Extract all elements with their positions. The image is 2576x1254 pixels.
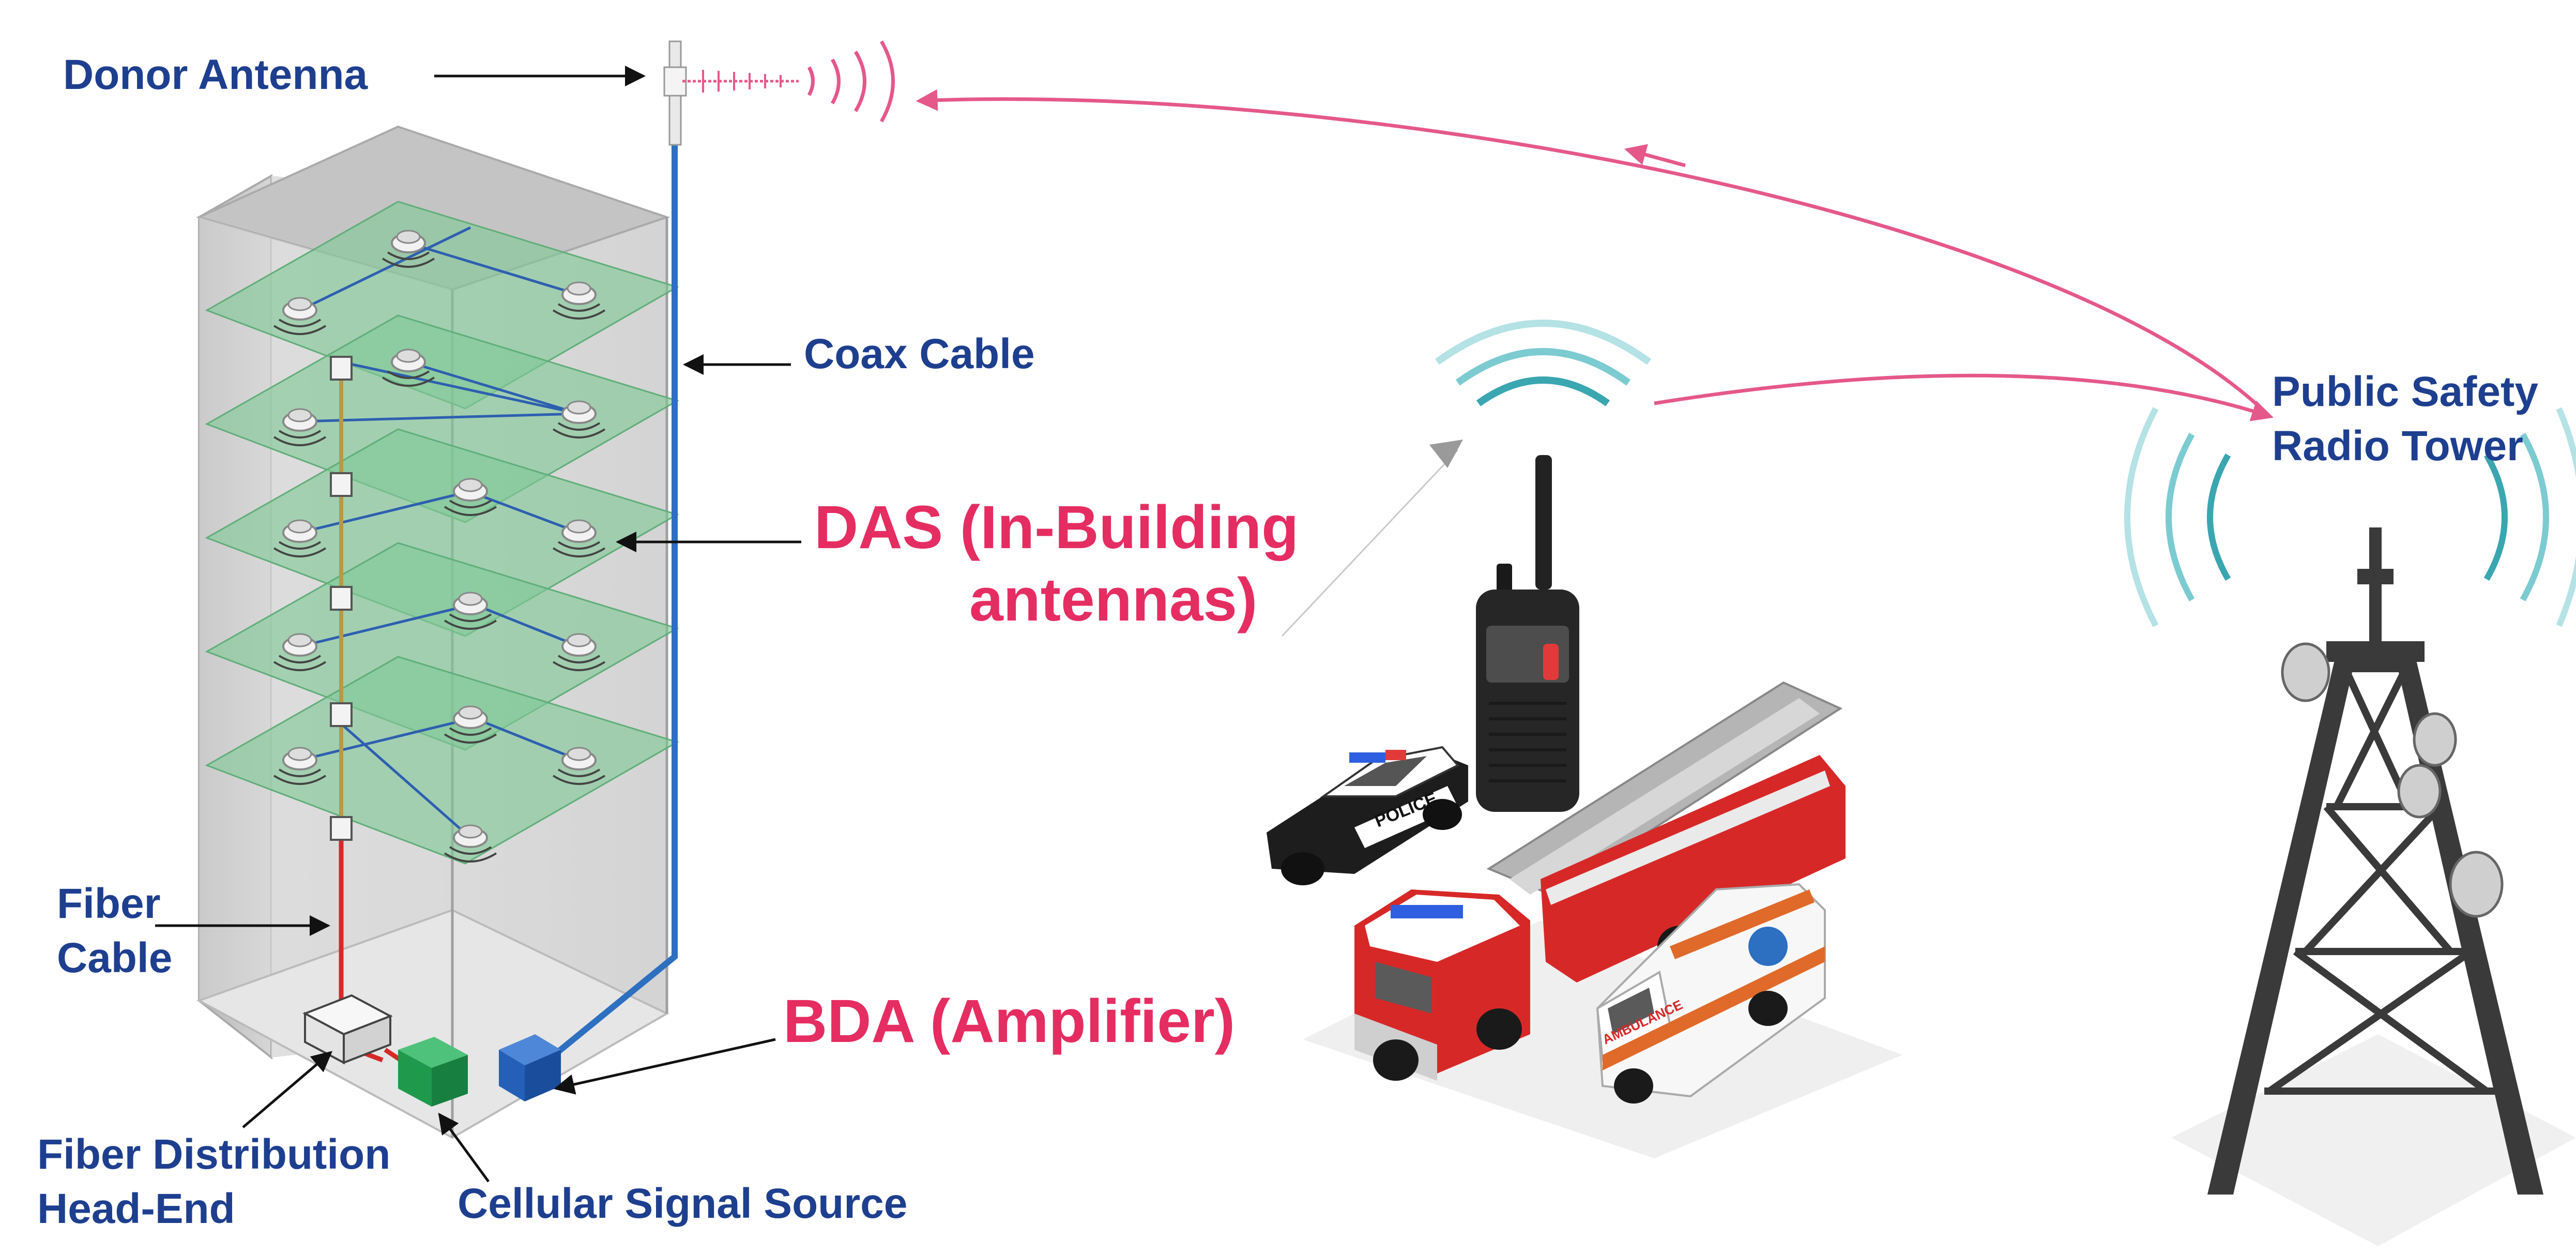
junction-box bbox=[330, 356, 353, 381]
label-das-line1: DAS (In-Building bbox=[814, 493, 1299, 562]
signal-arc-tower-to-donor bbox=[916, 89, 2271, 418]
ceiling-antenna-icon bbox=[273, 519, 327, 557]
fiber-riser bbox=[330, 356, 410, 1067]
ceiling-antenna-icon bbox=[273, 633, 327, 671]
police-car: POLICE bbox=[1267, 746, 1468, 885]
ceiling-antenna-icon bbox=[444, 478, 497, 516]
floor-wiring bbox=[299, 226, 580, 839]
label-das-line2: antennas) bbox=[969, 566, 1257, 634]
label-donor-antenna: Donor Antenna bbox=[63, 51, 369, 98]
pointer-bda bbox=[554, 1038, 776, 1095]
ceiling-antenna-icon bbox=[444, 824, 497, 863]
ceiling-antenna-icon bbox=[552, 747, 606, 785]
junction-box bbox=[330, 472, 353, 497]
fiber-head-end-box bbox=[302, 994, 393, 1065]
faint-link-arrow bbox=[1429, 440, 1463, 468]
label-tower-line1: Public Safety bbox=[2272, 368, 2538, 415]
label-fiber-cable-line2: Cable bbox=[57, 934, 172, 981]
label-fiber-cable-line1: Fiber bbox=[57, 880, 160, 927]
ceiling-antenna-icon bbox=[552, 519, 606, 557]
label-fiber-head-end-line1: Fiber Distribution bbox=[37, 1131, 390, 1178]
signal-arrow-mid bbox=[1624, 144, 1686, 168]
yagi-antenna-icon bbox=[663, 40, 895, 146]
signal-arc-radio-to-tower bbox=[1654, 373, 2274, 421]
ceiling-antenna-icon bbox=[552, 633, 606, 671]
label-coax-cable: Coax Cable bbox=[804, 330, 1035, 377]
coax-cable bbox=[546, 140, 678, 1063]
label-cellular-signal-source: Cellular Signal Source bbox=[458, 1180, 907, 1227]
ceiling-antenna-icon bbox=[382, 349, 435, 387]
label-fiber-head-end-line2: Head-End bbox=[37, 1185, 235, 1232]
ceiling-antenna-icon bbox=[552, 400, 606, 439]
ceiling-antenna-icon bbox=[552, 281, 606, 320]
faint-link-das-to-radio bbox=[1281, 449, 1459, 637]
label-bda: BDA (Amplifier) bbox=[783, 987, 1235, 1055]
ceiling-antenna-icon bbox=[444, 592, 497, 630]
bda-box bbox=[499, 1034, 561, 1101]
ceiling-antenna-icon bbox=[382, 230, 435, 268]
ceiling-antenna-icon bbox=[273, 297, 327, 335]
pointer-cellular bbox=[438, 1112, 490, 1183]
in-building-antennas bbox=[273, 230, 606, 863]
handheld-radio-icon bbox=[1435, 320, 1652, 812]
ambulance: AMBULANCE bbox=[1596, 883, 1826, 1104]
pointer-head-end bbox=[242, 1051, 333, 1128]
cellular-signal-source-box bbox=[398, 1037, 468, 1107]
radio-tower-icon bbox=[2124, 407, 2576, 1246]
junction-box bbox=[330, 586, 353, 611]
junction-box bbox=[330, 702, 353, 727]
das-floors bbox=[205, 201, 679, 865]
ceiling-antenna-icon bbox=[273, 408, 327, 446]
label-tower-line2: Radio Tower bbox=[2272, 422, 2523, 470]
junction-box bbox=[330, 816, 353, 841]
ceiling-antenna-icon bbox=[444, 705, 497, 744]
ceiling-antenna-icon bbox=[273, 747, 327, 785]
